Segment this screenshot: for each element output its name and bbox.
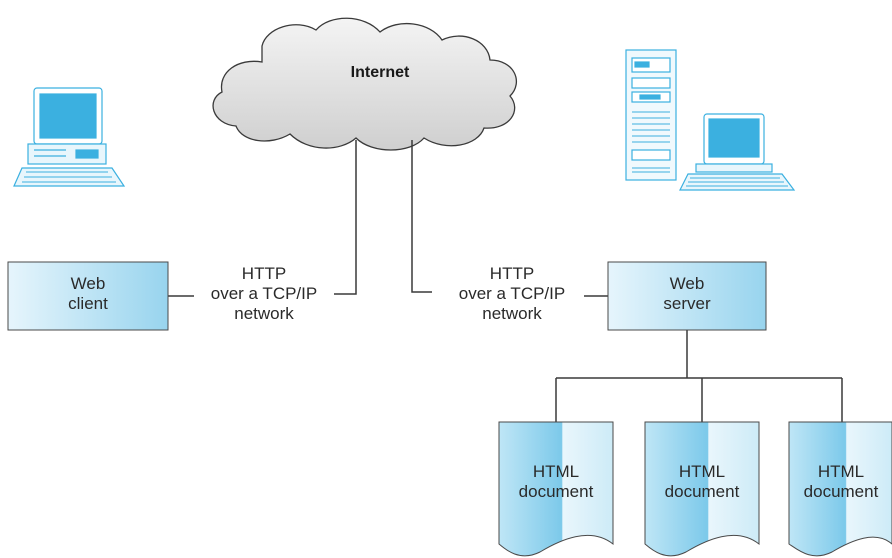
html-document-shape-2 <box>644 421 760 557</box>
html-document-label-1: HTML document <box>518 462 594 501</box>
web-server-label: Web server <box>663 274 711 313</box>
web-server-box <box>607 261 767 331</box>
internet-label: Internet <box>350 64 410 81</box>
client-computer-icon <box>13 87 126 187</box>
html-document-shape-1 <box>498 421 614 557</box>
web-client-label: Web client <box>68 274 108 313</box>
internet-cloud <box>212 17 518 151</box>
left-internet-line <box>334 140 357 295</box>
left-link-label: HTTP over a TCP/IP network <box>210 264 318 323</box>
connector-lines <box>168 140 843 422</box>
document-tree-lines <box>555 330 843 422</box>
right-internet-line <box>411 140 432 293</box>
html-document-label-3: HTML document <box>803 462 879 501</box>
web-client-box <box>7 261 169 331</box>
right-link-label: HTTP over a TCP/IP network <box>458 264 566 323</box>
html-document-label-2: HTML document <box>664 462 740 501</box>
html-document-shape-3 <box>788 421 892 557</box>
server-computer-icon <box>625 49 796 191</box>
